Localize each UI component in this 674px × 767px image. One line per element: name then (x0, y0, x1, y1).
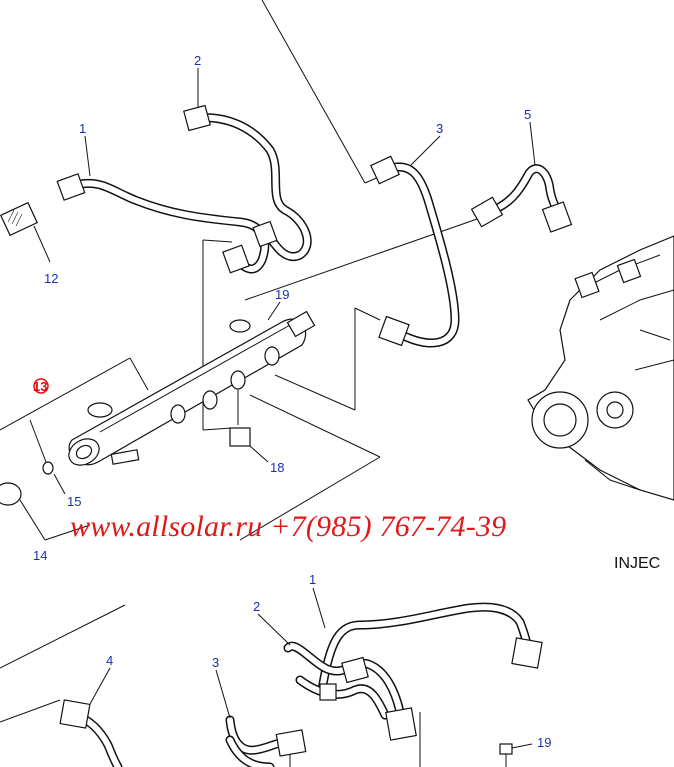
callout-15-top: 15 (67, 494, 81, 509)
callout-2-bottom: 2 (253, 599, 260, 614)
lower-injection-pipe-3 (225, 715, 307, 767)
watermark-text: www.allsolar.ru +7(985) 767-74-39 (70, 510, 507, 543)
injection-pipe-3 (370, 155, 460, 348)
callout-19-bottom: 19 (537, 735, 551, 750)
common-rail (68, 310, 316, 466)
callout-4-bottom: 4 (106, 653, 113, 668)
assembly-frame-lines (0, 0, 481, 541)
callout-3-top: 3 (436, 121, 443, 136)
callout-5-top: 5 (524, 107, 531, 122)
callout-1-top: 1 (79, 121, 86, 136)
lower-fitting-19 (499, 743, 533, 767)
section-label: INJEC (614, 555, 661, 572)
callout-18-top: 18 (270, 460, 284, 475)
plug-14-and-ring-15 (0, 461, 66, 506)
callout-labels: 1 2 3 5 12 19 13 18 15 14 1 2 3 4 19 (33, 53, 551, 750)
callout-1-bottom: 1 (309, 572, 316, 587)
injection-pipe-2 (183, 104, 312, 262)
lower-injection-pipe-1 (317, 602, 543, 695)
callout-2-top: 2 (194, 53, 201, 68)
callout-12-top: 12 (44, 271, 58, 286)
fitting-18 (229, 390, 269, 463)
callout-leaders (84, 68, 536, 719)
callout-13-top: 13 (33, 379, 47, 394)
lower-injection-pipe-4 (59, 699, 123, 767)
fitting-12 (0, 201, 51, 263)
callout-3-bottom: 3 (212, 655, 219, 670)
injection-pipe-1 (56, 173, 270, 274)
callout-19-top: 19 (275, 287, 289, 302)
callout-14-top: 14 (33, 548, 47, 563)
lower-injection-pipe-2 (283, 641, 417, 741)
highlight-dot (33, 378, 49, 394)
leak-off-pipe-5 (470, 164, 573, 233)
supply-pump (527, 235, 674, 501)
